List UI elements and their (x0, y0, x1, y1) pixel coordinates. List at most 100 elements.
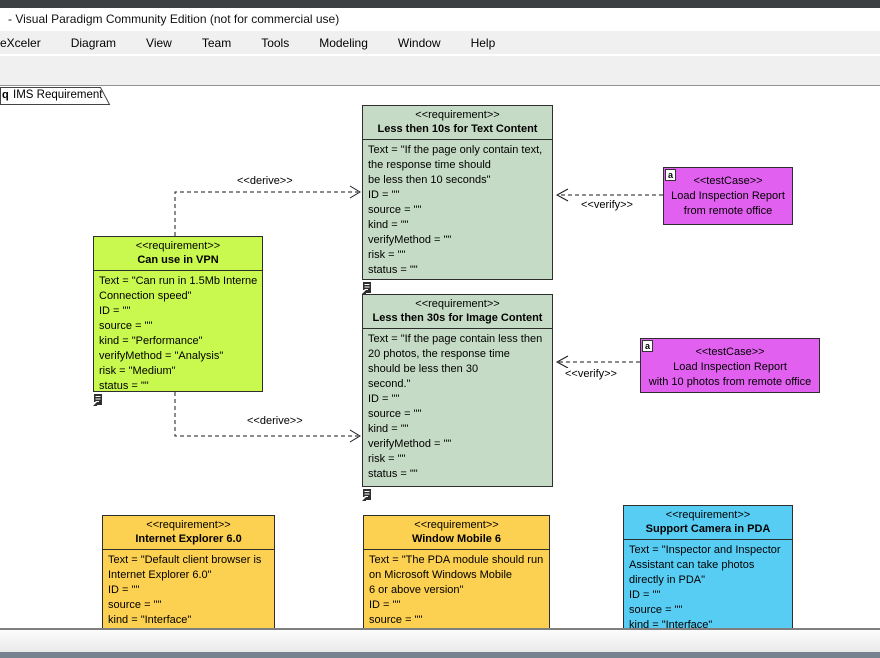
attribute-line: ID = "" (368, 393, 400, 405)
requirement-node-internet-explorer-6[interactable]: <<requirement>> Internet Explorer 6.0 Te… (102, 515, 275, 628)
window-frame-strip (0, 0, 880, 8)
node-header: <<requirement>> Less then 10s for Text C… (363, 106, 552, 140)
attribute-line: source = "" (629, 604, 683, 616)
node-name: Internet Explorer 6.0 (135, 533, 242, 545)
attribute-line: status = "" (368, 264, 418, 276)
toolbar-empty (0, 56, 880, 86)
tab-ims-requirement[interactable]: q IMS Requirement (0, 87, 112, 105)
node-name-lines: Load Inspection Report from remote office (664, 189, 792, 219)
menu-item-help[interactable]: Help (470, 35, 496, 50)
requirement-node-less-then-10s[interactable]: <<requirement>> Less then 10s for Text C… (362, 105, 553, 280)
attribute-line: ID = "" (629, 589, 661, 601)
stereotype-label: <<requirement>> (415, 109, 500, 121)
auxiliary-view-indicator-icon: a (642, 340, 653, 352)
attribute-line: kind = "Interface" (629, 619, 713, 628)
requirement-node-support-camera-in-pda[interactable]: <<requirement>> Support Camera in PDA Te… (623, 505, 793, 628)
attribute-line: 20 photos, the response time (368, 348, 510, 360)
derive-label-top[interactable]: <<derive>> (237, 175, 293, 187)
verify-connector-bottom (555, 355, 640, 369)
node-header: <<requirement>> Window Mobile 6 (364, 516, 549, 550)
node-name: Less then 10s for Text Content (377, 123, 538, 135)
attribute-line: verifyMethod = "Analysis" (99, 350, 224, 362)
stereotype-label: <<requirement>> (415, 298, 500, 310)
attribute-line: Text = "Can run in 1.5Mb Internet (99, 275, 257, 287)
bottom-bar (0, 652, 880, 658)
attribute-line: the response time should (368, 159, 491, 171)
stereotype-label: <<requirement>> (665, 509, 751, 521)
attribute-line: directly in PDA" (629, 574, 706, 586)
menu-item-diagram[interactable]: Diagram (70, 35, 117, 50)
menu-item-tools[interactable]: Tools (261, 35, 290, 50)
node-attributes: Text = "If the page only contain text,th… (363, 140, 552, 281)
node-header: <<requirement>> Support Camera in PDA (624, 506, 792, 540)
requirement-diagram-icon: q (2, 89, 9, 101)
node-attributes: Text = "If the page contain less then 20 … (363, 329, 552, 485)
node-header: <<requirement>> Less then 30s for Image … (363, 295, 552, 329)
attribute-line: Load Inspection Report (673, 361, 787, 373)
documentation-indicator-icon (362, 282, 371, 294)
attribute-line: Text = "The PDA module should run (369, 554, 544, 566)
node-header: <<requirement>> Internet Explorer 6.0 (103, 516, 274, 550)
attribute-line: risk = "" (368, 453, 406, 465)
diagram-tab-bar: q IMS Requirement (0, 86, 880, 105)
attribute-line: from remote office (683, 205, 773, 217)
verify-label-top[interactable]: <<verify>> (581, 199, 633, 211)
documentation-indicator-icon (93, 394, 102, 406)
menu-item-exceler[interactable]: eXceler (0, 35, 41, 50)
status-strip (0, 628, 880, 652)
attribute-line: kind = "Performance" (99, 335, 203, 347)
requirement-node-window-mobile-6[interactable]: <<requirement>> Window Mobile 6 Text = "… (363, 515, 550, 628)
stereotype-label: <<testCase>> (693, 175, 763, 187)
derive-label-bottom[interactable]: <<derive>> (247, 415, 303, 427)
attribute-line: risk = "" (368, 249, 406, 261)
attribute-line: risk = "Medium" (99, 365, 176, 377)
menu-bar: eXceler Diagram View Team Tools Modeling… (0, 31, 880, 54)
attribute-line: second." (368, 378, 411, 390)
node-name: Less then 30s for Image Content (372, 312, 543, 324)
menu-item-team[interactable]: Team (201, 35, 232, 50)
attribute-line: source = "" (368, 408, 422, 420)
node-name: Can use in VPN (137, 254, 219, 266)
attribute-line: Assistant can take photos (629, 559, 755, 571)
attribute-line: source = "" (99, 320, 153, 332)
attribute-line: Internet Explorer 6.0" (108, 569, 212, 581)
verify-label-bottom[interactable]: <<verify>> (565, 368, 617, 380)
attribute-line: Text = "If the page contain less then (368, 333, 543, 345)
documentation-indicator-icon (362, 489, 371, 501)
attribute-line: Load Inspection Report (671, 190, 785, 202)
attribute-line: verifyMethod = "" (368, 234, 452, 246)
attribute-line: should be less then 30 (368, 363, 479, 375)
requirement-node-less-then-30s[interactable]: <<requirement>> Less then 30s for Image … (362, 294, 553, 487)
attribute-line: source = "" (108, 599, 162, 611)
attribute-line: ID = "" (99, 305, 131, 317)
attribute-line: source = "" (369, 614, 423, 626)
tab-shape-outline (0, 87, 111, 105)
window-title: - Visual Paradigm Community Edition (not… (8, 12, 340, 26)
testcase-node-load-report-10-photos[interactable]: a <<testCase>> Load Inspection Report wit… (640, 338, 820, 393)
attribute-line: source = "" (368, 204, 422, 216)
menu-item-window[interactable]: Window (397, 35, 441, 50)
divider (0, 54, 880, 56)
attribute-line: with 10 photos from remote office (648, 376, 812, 388)
node-name: Window Mobile 6 (411, 533, 502, 545)
stereotype-label: <<requirement>> (414, 519, 499, 531)
attribute-line: kind = "" (368, 423, 409, 435)
menu-item-modeling[interactable]: Modeling (319, 35, 368, 50)
attribute-line: kind = "Interface" (108, 614, 192, 626)
menu-item-view[interactable]: View (146, 35, 172, 50)
attribute-line: be less then 10 seconds" (368, 174, 491, 186)
attribute-line: ID = "" (108, 584, 140, 596)
tab-label: IMS Requirement (13, 89, 103, 101)
attribute-line: Text = "Inspector and Inspector (629, 544, 781, 556)
requirement-node-can-use-in-vpn[interactable]: <<requirement>> Can use in VPN Text = "C… (93, 236, 263, 392)
attribute-line: Connection speed" (99, 290, 192, 302)
stereotype-label: <<requirement>> (146, 519, 231, 531)
stereotype-label: <<testCase>> (695, 346, 765, 358)
diagram-canvas[interactable]: <<derive>> <<derive>> <<verify>> <<verif… (0, 105, 880, 628)
